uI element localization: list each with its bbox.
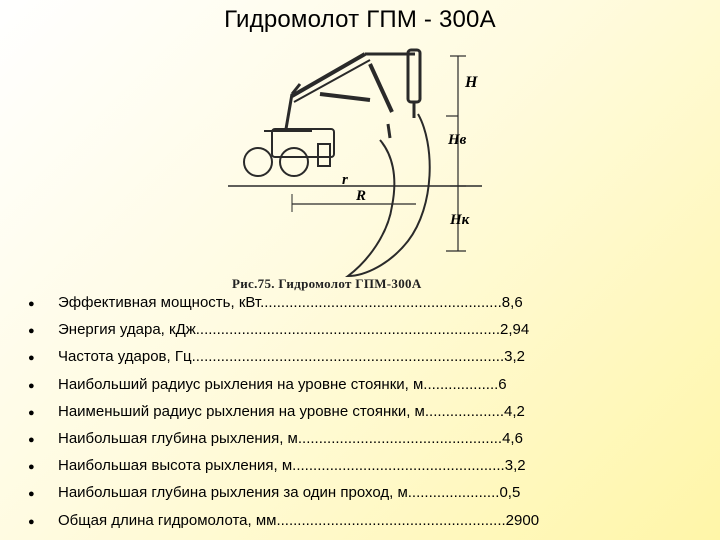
bullet-icon: ● — [28, 515, 35, 528]
slide-title: Гидромолот ГПМ - 300А — [224, 6, 496, 33]
list-item: ● Частота ударов, Гц.....................… — [28, 344, 539, 371]
dimension-label-h: H — [465, 74, 478, 91]
spec-text: Энергия удара, кДж......................… — [58, 321, 530, 339]
figure-caption: Рис.75. Гидромолот ГПМ-300А — [232, 276, 422, 291]
bullet-icon: ● — [28, 406, 35, 419]
spec-text: Наибольшая высота рыхления, м...........… — [58, 457, 526, 475]
spec-text: Наибольшая глубина рыхления за один прох… — [58, 484, 521, 502]
list-item: ● Общая длина гидромолота, мм............… — [28, 508, 539, 535]
bullet-icon: ● — [28, 352, 35, 365]
bullet-icon: ● — [28, 488, 35, 501]
list-item: ● Наибольшая высота рыхления, м..........… — [28, 453, 539, 480]
list-item: ● Эффективная мощность, кВт..............… — [28, 290, 539, 317]
spec-text: Наибольшая глубина рыхления, м..........… — [58, 430, 523, 448]
list-item: ● Наибольшая глубина рыхления, м.........… — [28, 426, 539, 453]
dimension-label-hb: Hв — [448, 132, 467, 148]
spec-text: Наименьший радиус рыхления на уровне сто… — [58, 402, 525, 420]
bullet-icon: ● — [28, 379, 35, 392]
spec-list: ● Эффективная мощность, кВт..............… — [28, 290, 539, 535]
list-item: ● Наименьший радиус рыхления на уровне ст… — [28, 399, 539, 426]
spec-text: Эффективная мощность, кВт...............… — [58, 294, 523, 311]
list-item: ● Энергия удара, кДж.....................… — [28, 317, 539, 344]
bullet-icon: ● — [28, 434, 35, 447]
dimension-label-hk: Hк — [450, 212, 470, 228]
excavator-diagram: H Hв Hк r R — [220, 36, 505, 298]
list-item: ● Наибольшая глубина рыхления за один про… — [28, 480, 539, 507]
dimension-label-r-small: r — [342, 172, 348, 188]
diagram-drawing — [228, 48, 482, 278]
dimension-label-r-large: R — [356, 188, 367, 204]
spec-text: Частота ударов, Гц......................… — [58, 348, 525, 366]
spec-text: Наибольший радиус рыхления на уровне сто… — [58, 375, 507, 393]
spec-text: Общая длина гидромолота, мм.............… — [58, 511, 540, 529]
bullet-icon: ● — [28, 461, 35, 474]
list-item: ● Наибольший радиус рыхления на уровне ст… — [28, 372, 539, 399]
bullet-icon: ● — [28, 298, 35, 310]
bullet-icon: ● — [28, 325, 35, 338]
